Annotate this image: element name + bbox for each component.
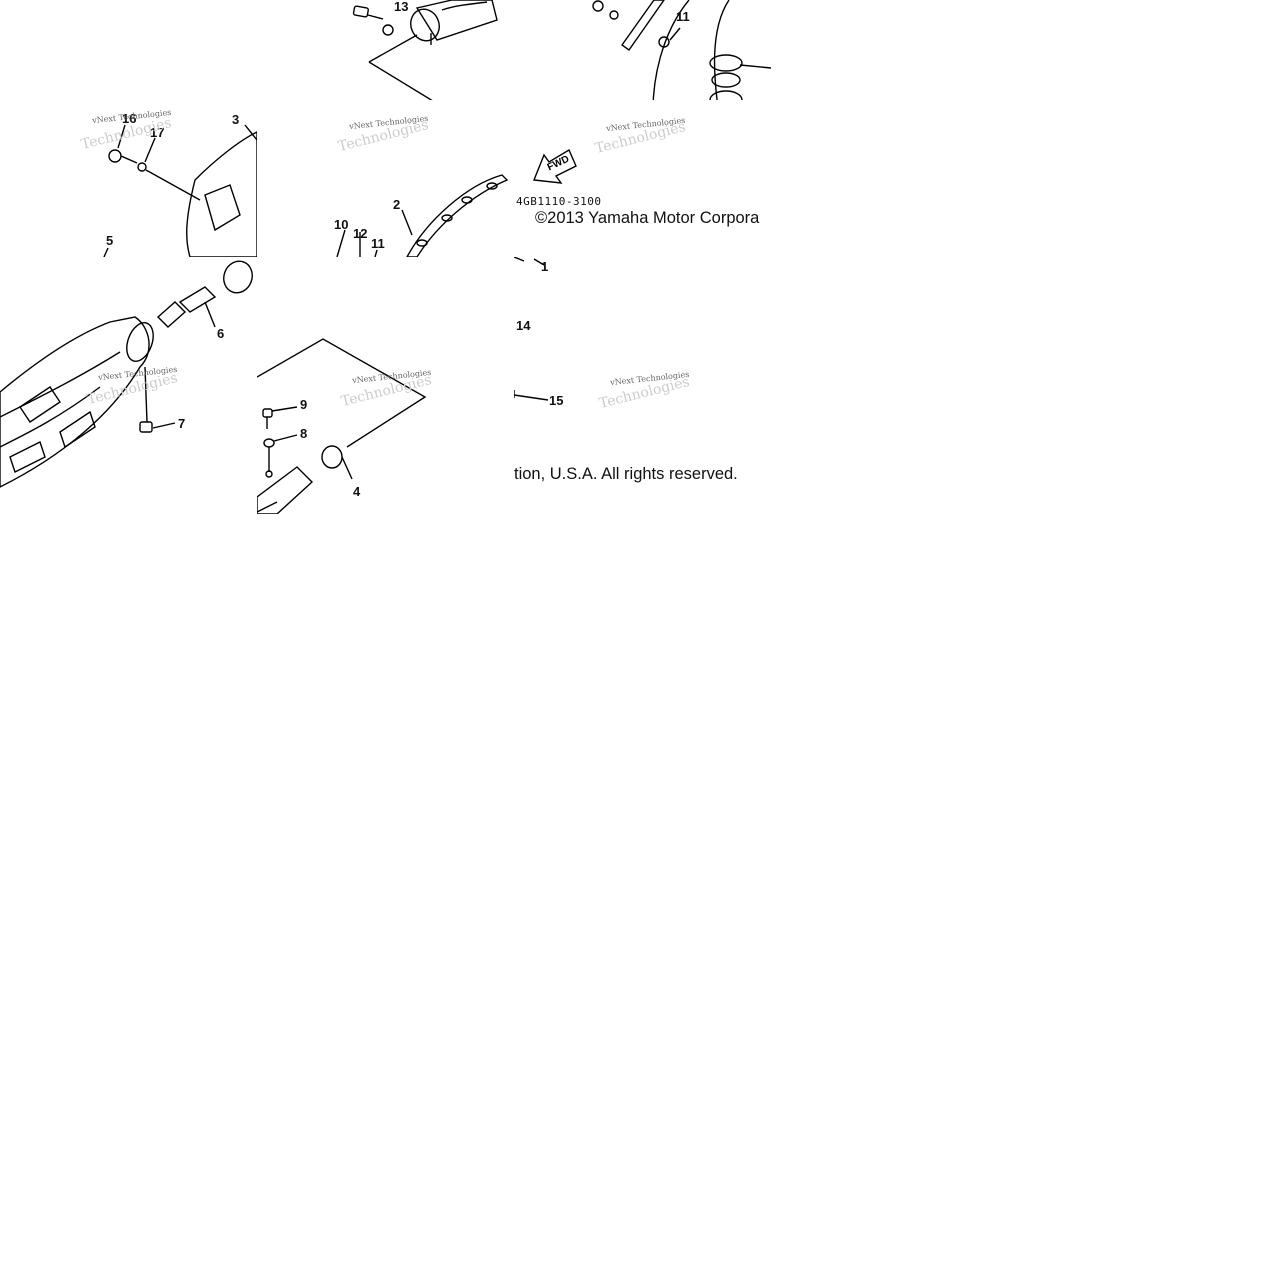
callout-4: 4 (353, 484, 361, 499)
callout-9: 9 (300, 397, 308, 412)
copyright-line-part1: ©2013 Yamaha Motor Corpora (535, 209, 760, 227)
callout-3: 3 (232, 112, 240, 127)
fwd-arrow-drawing (533, 148, 577, 184)
diagram-tile-right-upper: FWD 4GB1110-3100 ©2013 Yamaha Motor Corp… (514, 100, 771, 257)
joint-clamp-drawing (257, 338, 427, 514)
muffler-body-drawing (103, 124, 257, 257)
gasket-drawing (336, 174, 509, 257)
diagram-tile-bottom-left: 6 7 vNext Technologies Technologies (0, 257, 257, 514)
callout-17: 17 (150, 125, 165, 140)
copyright-line-part2: tion, U.S.A. All rights reserved. (514, 465, 738, 483)
muffler-assembly-drawing (0, 260, 253, 488)
callout-10: 10 (334, 217, 349, 232)
diagram-tile-bottom-middle: 9 8 4 vNext Technologies Technologies (257, 257, 514, 514)
callout-8: 8 (300, 426, 308, 441)
callout-15: 15 (549, 393, 564, 408)
callout-11: 11 (676, 9, 690, 24)
leader-lines-drawing (514, 257, 549, 401)
callout-14: 14 (516, 318, 531, 333)
callout-1: 1 (541, 259, 549, 274)
callout-7: 7 (178, 416, 186, 431)
diagram-tile-middle-upper: 2 10 12 11 vNext Technologies Technologi… (257, 100, 514, 257)
callout-6: 6 (217, 326, 225, 341)
diagram-tile-bottom-right: 1 14 15 tion, U.S.A. All rights reserved… (514, 257, 771, 514)
callout-5: 5 (106, 233, 114, 248)
callout-11-b: 11 (371, 236, 385, 251)
drawing-code: 4GB1110-3100 (516, 195, 602, 208)
callout-13: 13 (394, 0, 409, 14)
callout-12: 12 (353, 226, 368, 241)
callout-2: 2 (393, 197, 401, 212)
callout-16: 16 (122, 111, 137, 126)
diagram-tile-left-upper: 16 17 3 5 vNext Technologies Technologie… (0, 0, 257, 257)
